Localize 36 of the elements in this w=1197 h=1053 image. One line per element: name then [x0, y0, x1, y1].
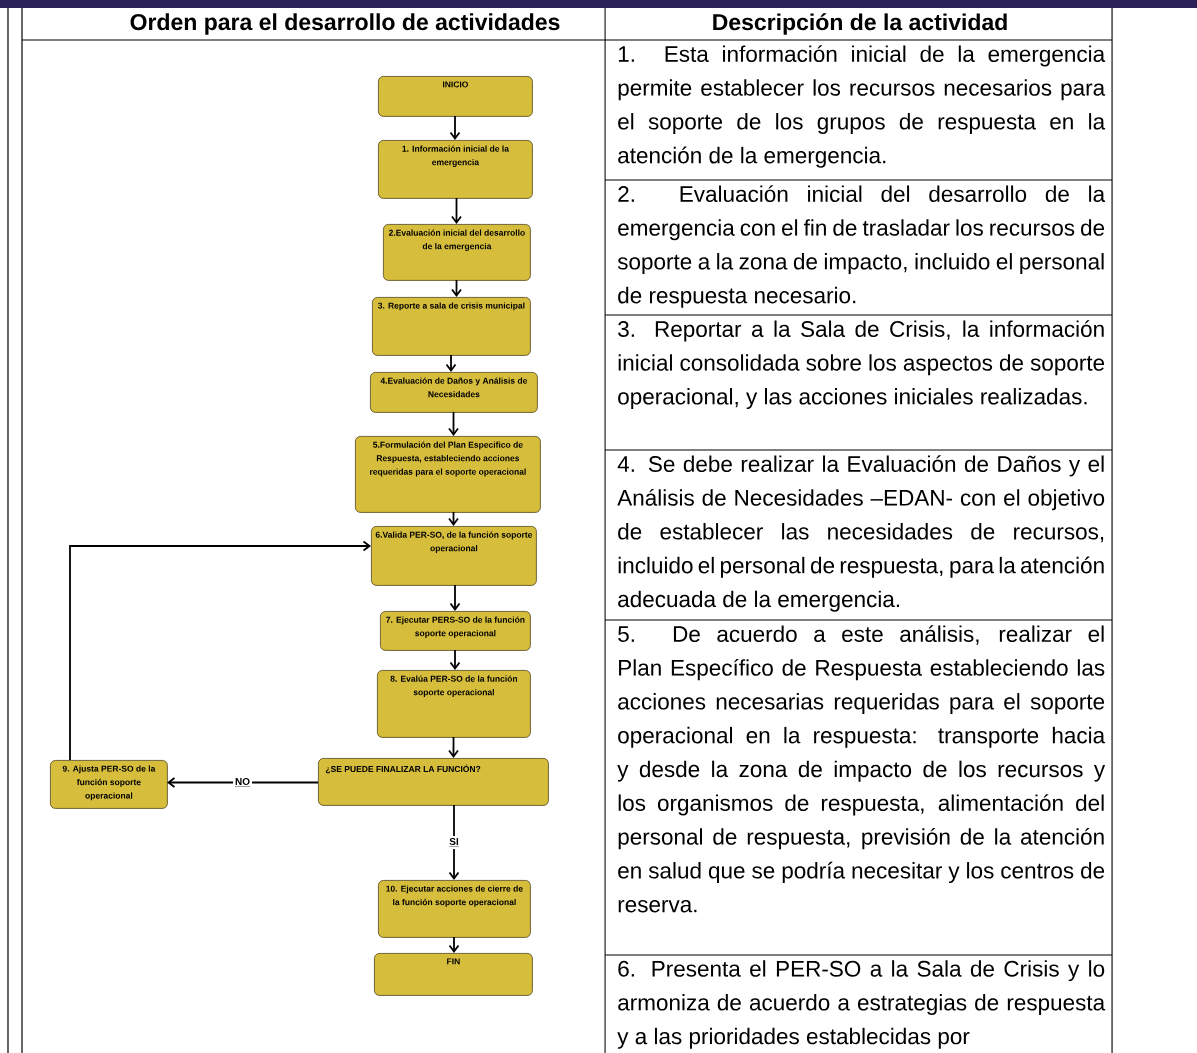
- arrow: [449, 649, 461, 670]
- description-text: 6. Presenta el PER-SO a la Sala de Crisis y lo armoniza de acuerdo a estrategias de respuesta y a las prioridades establecidas por: [617, 960, 1106, 1049]
- arrow: [167, 777, 319, 788]
- arrow: [448, 411, 459, 436]
- column-header: Descripción de la actividad: [713, 13, 1007, 35]
- description-text: 5. De acuerdo a este análisis, realizar el Plan Específico de Respuesta estableciendo las acciones necesarias requeridas para el soporte operacional en la respuesta: transporte hacia y desde la zona de impacto de los recursos y los organismos de respuesta, alimentación del personal de respuesta, previsión de la atención en salud que se podría necesitar y los centros de reserva.: [617, 625, 1106, 913]
- terminal-box: INICIO: [378, 76, 533, 117]
- arrow: [451, 197, 462, 224]
- process-box: 10. Ejecutar acciones de cierre de la función soporte operacional: [378, 880, 531, 938]
- column-header: Orden para el desarrollo de actividades: [130, 13, 560, 35]
- arrow: [451, 279, 462, 297]
- description-text: 1. Esta información inicial de la emergencia permite establecer los recursos necesarios para el soporte de los grupos de respuesta en la atención de la emergencia.: [618, 45, 1106, 168]
- process-box: 4.Evaluación de Daños y Análisis de Necesidades: [370, 372, 538, 413]
- process-box: 3. Reporte a sala de crisis municipal: [372, 297, 531, 356]
- process-box: 9. Ajusta PER-SO de la función soporte operacional: [50, 760, 168, 809]
- arrow: [445, 354, 457, 372]
- arrow: [449, 584, 461, 611]
- process-box: 7. Ejecutar PERS-SO de la función soporte operacional: [380, 611, 531, 651]
- process-box: 8. Evalúa PER-SO de la función soporte operacional: [377, 670, 531, 738]
- arrow: [448, 936, 460, 953]
- arrow: [448, 804, 460, 880]
- process-box: 6.Valida PER-SO, de la función soporte operacional: [371, 526, 537, 586]
- arrow: [448, 736, 459, 758]
- edge-label: SI: [447, 835, 461, 850]
- decision-box: ¿SE PUEDE FINALIZAR LA FUNCIÓN?: [318, 758, 549, 806]
- process-box: 2.Evaluación inicial del desarrollo de la emergencia: [383, 224, 531, 281]
- arrow: [69, 540, 371, 761]
- process-box: 1. Información inicial de la emergencia: [378, 140, 533, 199]
- description-text: 4. Se debe realizar la Evaluación de Daños y el Análisis de Necesidades –EDAN- con el objetivo de establecer las necesidades de recursos, incluido el personal de respuesta, para la atención adecuada de la emergencia.: [617, 455, 1105, 612]
- arrow: [449, 115, 461, 140]
- arrow: [448, 511, 459, 526]
- terminal-box: FIN: [374, 953, 533, 996]
- description-text: 2. Evaluación inicial del desarrollo de la emergencia con el fin de trasladar los recursos de soporte a la zona de impacto, incluido el personal de respuesta necesario.: [617, 185, 1106, 308]
- description-text: 3. Reportar a la Sala de Crisis, la información inicial consolidada sobre los aspectos de soporte operacional, y las acciones iniciales realizadas.: [618, 320, 1105, 410]
- edge-label: NO: [233, 775, 252, 790]
- process-box: 5.Formulación del Plan Especifico de Respuesta, estableciendo acciones requeridas para el soporte operacional: [355, 436, 541, 513]
